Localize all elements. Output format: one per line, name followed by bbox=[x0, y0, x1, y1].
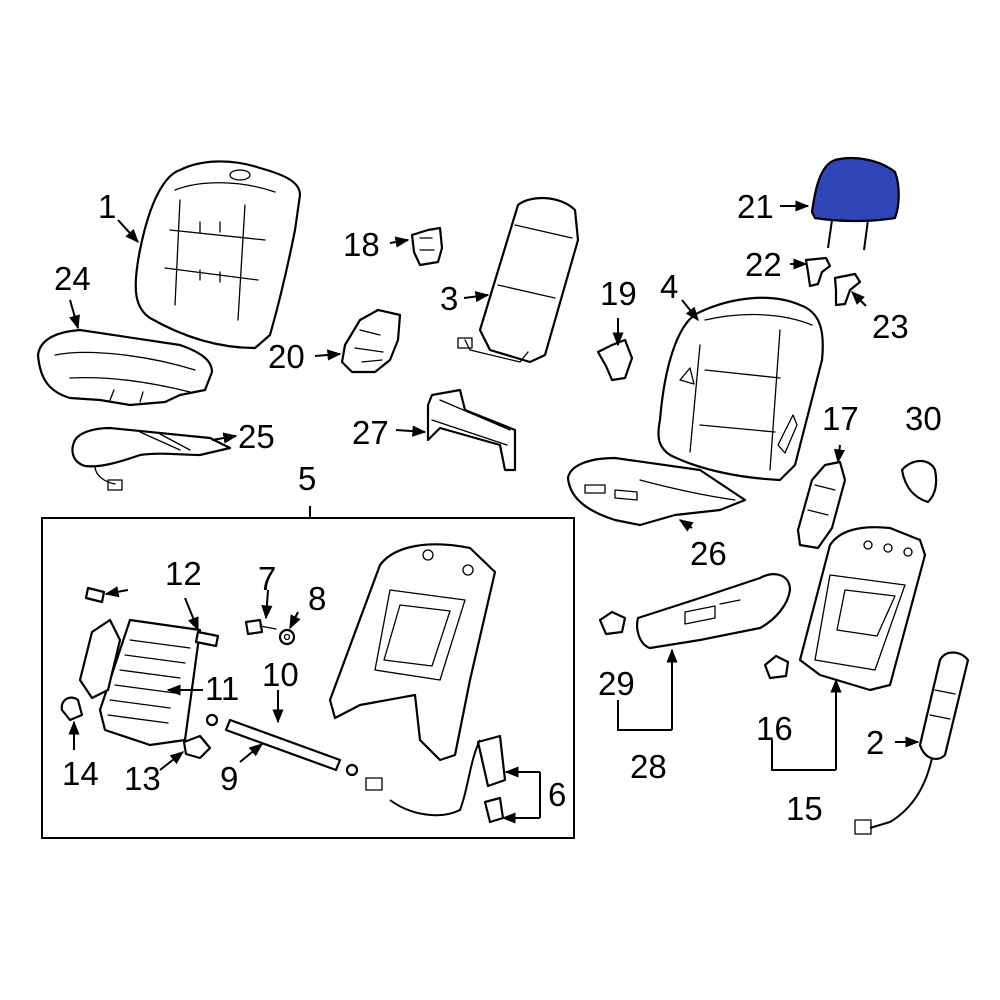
callout-30: 30 bbox=[905, 400, 942, 437]
part-30-cap[interactable] bbox=[900, 459, 938, 504]
part-8-washer[interactable] bbox=[278, 628, 296, 646]
part-19-small-bracket[interactable] bbox=[596, 338, 634, 382]
part-11-lumbar-support[interactable] bbox=[78, 618, 202, 747]
callout-18: 18 bbox=[343, 226, 380, 263]
callout-3: 3 bbox=[440, 280, 458, 317]
part-25-cushion-trim[interactable] bbox=[71, 426, 232, 491]
callout-21: 21 bbox=[737, 188, 774, 225]
callout-17: 17 bbox=[822, 400, 859, 437]
part-12-connector[interactable] bbox=[194, 630, 220, 648]
callout-2: 2 bbox=[866, 724, 884, 761]
callout-12: 12 bbox=[165, 555, 202, 592]
callout-28: 28 bbox=[630, 748, 667, 785]
part-26-seat-cushion-pad[interactable] bbox=[566, 456, 747, 527]
callout-4: 4 bbox=[660, 268, 678, 305]
part-10-rod[interactable] bbox=[205, 713, 359, 777]
callout-25: 25 bbox=[238, 418, 275, 455]
part-27-cushion-bracket[interactable] bbox=[426, 388, 517, 472]
part-1-seat-back-cover[interactable] bbox=[134, 160, 302, 350]
part-13-clip[interactable] bbox=[182, 734, 212, 760]
callout-1: 1 bbox=[98, 188, 116, 225]
callout-9: 9 bbox=[220, 760, 238, 797]
callout-22: 22 bbox=[745, 246, 782, 283]
part-14-clip[interactable] bbox=[60, 696, 84, 722]
callout-11: 11 bbox=[205, 670, 239, 707]
callout-16: 16 bbox=[756, 710, 793, 747]
callout-26: 26 bbox=[690, 535, 727, 572]
part-28-side-trim[interactable] bbox=[636, 573, 792, 650]
callout-20: 20 bbox=[268, 338, 305, 375]
callout-19: 19 bbox=[600, 275, 637, 312]
callout-29: 29 bbox=[598, 665, 635, 702]
part-29-clip[interactable] bbox=[598, 610, 627, 636]
part-3-seat-back-pad[interactable] bbox=[457, 196, 580, 364]
part-4-seat-back-cover[interactable] bbox=[657, 296, 824, 482]
part-5-cushion-frame[interactable] bbox=[328, 543, 497, 762]
callout-8: 8 bbox=[308, 580, 326, 617]
callout-27: 27 bbox=[352, 414, 389, 451]
callout-10: 10 bbox=[262, 656, 299, 693]
callout-14: 14 bbox=[62, 755, 99, 792]
part-2-side-airbag[interactable] bbox=[854, 651, 970, 835]
assembly-5-box bbox=[41, 517, 575, 839]
part-22-headrest-guide[interactable] bbox=[804, 256, 832, 288]
callout-23: 23 bbox=[872, 308, 909, 345]
callout-13: 13 bbox=[124, 760, 161, 797]
part-12b-connector[interactable] bbox=[84, 586, 106, 604]
part-16-clip[interactable] bbox=[763, 654, 790, 680]
part-17-side-panel[interactable] bbox=[796, 460, 847, 550]
part-21-headrest[interactable] bbox=[810, 157, 900, 251]
part-23-headrest-guide[interactable] bbox=[833, 272, 862, 307]
callout-15: 15 bbox=[786, 790, 823, 827]
part-6-harness[interactable] bbox=[365, 734, 507, 824]
part-15-seat-back-frame[interactable] bbox=[798, 526, 927, 692]
part-24-seat-cushion-cover[interactable] bbox=[36, 328, 214, 407]
part-7-bolt[interactable] bbox=[244, 618, 277, 636]
part-20-bracket[interactable] bbox=[340, 308, 402, 374]
callout-5: 5 bbox=[298, 460, 316, 497]
part-18-clip[interactable] bbox=[410, 226, 444, 267]
callout-6: 6 bbox=[548, 776, 566, 813]
callout-7: 7 bbox=[258, 560, 276, 597]
callout-24: 24 bbox=[54, 260, 91, 297]
